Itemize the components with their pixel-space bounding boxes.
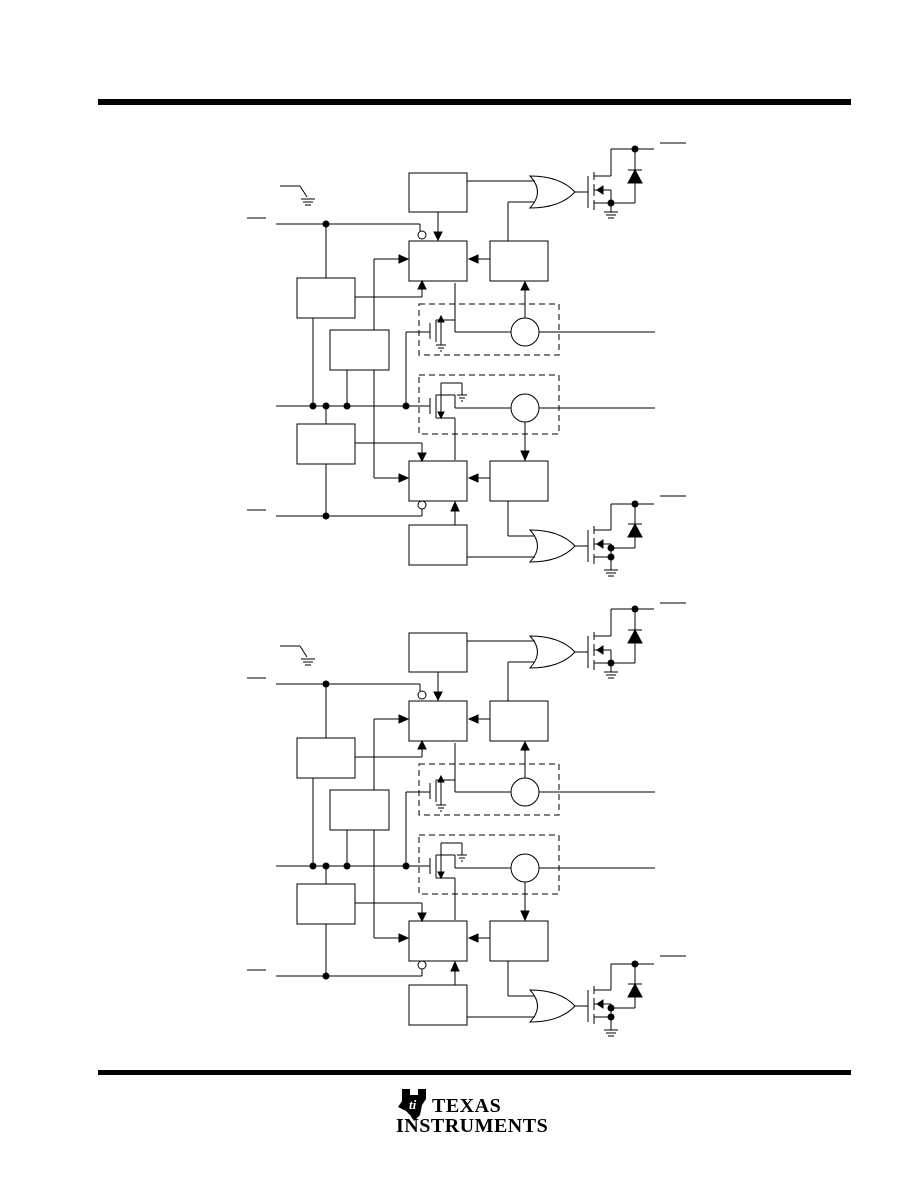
lower-logic-diagram xyxy=(246,602,687,1037)
brand-name-line-1: Texas xyxy=(432,1095,502,1117)
header-rule xyxy=(98,99,851,105)
ti-state-logo-icon: ti xyxy=(398,1089,426,1121)
footer-rule xyxy=(98,1070,851,1075)
upper-logic-diagram xyxy=(246,142,687,577)
svg-text:ti: ti xyxy=(409,1097,417,1112)
texas-instruments-logo: ti Texas Instruments xyxy=(396,1085,556,1141)
brand-name-line-2: Instruments xyxy=(396,1115,549,1137)
